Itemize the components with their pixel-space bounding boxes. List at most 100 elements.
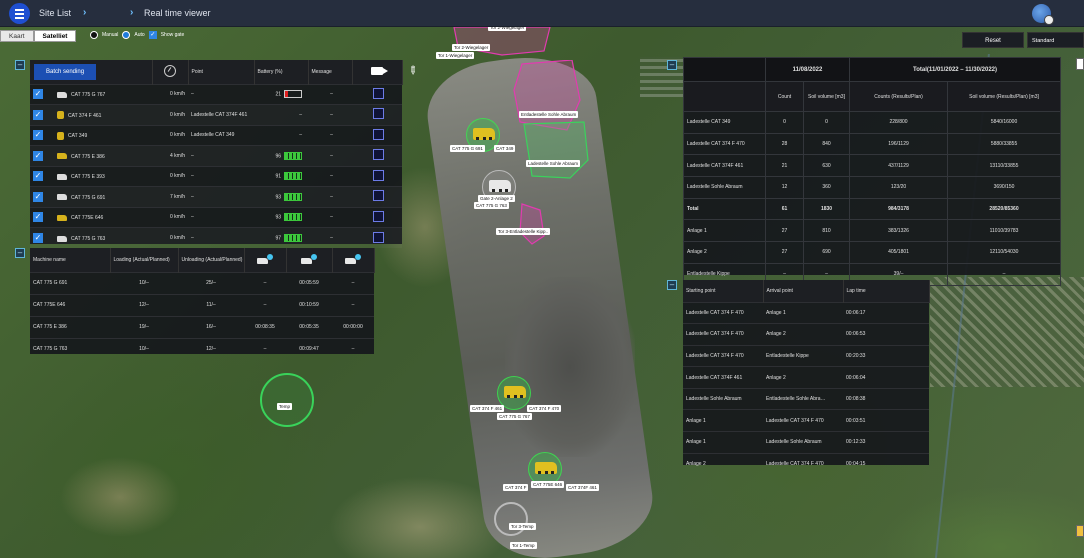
map-label-veh-lower2: CAT 374 F 470 [527, 405, 562, 412]
vehicle-checkbox[interactable]: ✓ [33, 150, 43, 161]
stats-vol_plan: 28520/85360 [947, 197, 1062, 221]
manual-radio[interactable] [90, 31, 98, 39]
map-label-temp: Temp [277, 403, 293, 410]
geofence-temp[interactable] [260, 373, 314, 427]
vehicle-speed: 0 km/h [152, 124, 188, 146]
stats-count: 0 [765, 111, 804, 134]
vehicle-speed: 0 km/h [152, 165, 188, 187]
breadcrumb-site-list[interactable]: Site List [39, 8, 72, 18]
machine-name: CAT 775 E 386 [30, 315, 110, 338]
map-label-gate2: Tor 2-Wiegelager [488, 24, 527, 31]
vehicle-checkbox[interactable]: ✓ [33, 109, 43, 120]
battery-icon [284, 213, 302, 222]
battery-icon [284, 192, 302, 201]
cycle-loading: 10/– [110, 337, 178, 360]
map-vehicle-cat374f470[interactable] [497, 376, 531, 410]
vehicle-checkbox[interactable]: ✓ [33, 171, 43, 182]
camera-select-button[interactable] [373, 87, 384, 99]
map-label-veh-bottom1: CAT 374 F [503, 484, 529, 491]
collapse-route-panel-button[interactable]: – [667, 280, 677, 290]
auto-radio[interactable] [122, 31, 131, 39]
vehicle-message: – [308, 124, 352, 146]
loading-time-header [244, 248, 287, 272]
vehicle-speed: 0 km/h [152, 104, 188, 125]
tab-satelliet[interactable]: Satelliet [33, 30, 77, 42]
standard-select[interactable]: Standard [1027, 32, 1084, 48]
lap-time-header: Lap time [843, 280, 930, 302]
stats-counts: 405/1801 [849, 241, 949, 264]
battery-fill [285, 91, 289, 98]
stats-vol_plan: 11010/39783 [947, 219, 1062, 243]
stats-volume: 690 [802, 241, 851, 264]
camera-select-button[interactable] [373, 210, 384, 222]
vehicle-battery-cell: – [254, 104, 308, 125]
camera-select-button[interactable] [373, 108, 384, 120]
zone-ladestelle-sohle[interactable] [520, 120, 590, 182]
cycle-t2: 00:05:35 [286, 315, 332, 338]
vehicle-checkbox[interactable]: ✓ [33, 191, 43, 202]
expand-icon[interactable] [1076, 58, 1084, 70]
camera-select-button[interactable] [373, 149, 384, 161]
reset-button[interactable]: Reset [962, 32, 1024, 48]
vehicle-point: – [188, 186, 254, 207]
breadcrumb-realtime-viewer: Real time viewer [144, 8, 211, 18]
vehicle-name: CAT 349 [68, 133, 88, 140]
vehicle-checkbox[interactable]: ✓ [33, 212, 43, 223]
vehicle-battery-cell: 97 [254, 227, 308, 248]
collapse-cycle-panel-button[interactable]: – [15, 248, 25, 258]
camera-select-button[interactable] [373, 231, 384, 243]
cycle-t3: – [332, 293, 374, 316]
camera-select-button[interactable] [373, 169, 384, 181]
tab-kaart[interactable]: Kaart [0, 30, 34, 42]
route-lap: 00:20:33 [843, 344, 929, 367]
route-arrival: Ladestelle CAT 374 F 470 [763, 452, 843, 475]
cycle-loading: 12/– [110, 293, 178, 316]
vehicle-checkbox[interactable]: ✓ [33, 130, 43, 141]
battery-icon [284, 234, 302, 242]
cycle-unloading: 12/– [178, 337, 244, 360]
batch-sending-button[interactable]: Batch sending [34, 63, 97, 80]
camera-select-button[interactable] [373, 128, 384, 140]
route-arrival: Anlage 1 [763, 301, 843, 324]
camera-cell [352, 145, 402, 166]
collapse-vehicle-panel-button[interactable]: – [15, 60, 25, 70]
vehicle-checkbox[interactable]: ✓ [33, 233, 43, 243]
geofence-tor3[interactable] [494, 502, 528, 536]
collapse-stats-panel-button[interactable]: – [667, 60, 677, 70]
show-gate-label: Show gate [160, 32, 185, 38]
stats-vol_plan: 5840/16000 [947, 111, 1062, 134]
map-vehicle-cat775e646[interactable] [528, 452, 562, 486]
machine-name-header: Machine name [30, 248, 111, 272]
camera-select-button[interactable] [373, 190, 384, 202]
vehicle-name: CAT 775 G 767 [71, 92, 106, 99]
marker-toggle-icon[interactable] [1076, 525, 1084, 537]
route-arrival: Anlage 2 [763, 323, 843, 346]
map-label-gate-anlage: Gate 2-Anlage 2 [478, 195, 515, 202]
zone-kippe[interactable] [516, 202, 546, 246]
globe-language-icon[interactable] [1032, 4, 1054, 25]
total-period-header: Total(11/01/2022 – 11/30/2022) [849, 57, 1062, 82]
show-gate-checkbox[interactable]: ✓ [148, 31, 157, 39]
map-label-kippe: Tor 3-Entladestelle Kipp.. [496, 228, 551, 235]
hamburger-menu-icon[interactable] [9, 3, 30, 24]
unloading-time-icon [344, 253, 362, 265]
map-label-gate2-top: Tor 2-Wiegelager [452, 44, 491, 51]
video-camera-icon[interactable] [371, 66, 388, 75]
vehicle-checkbox[interactable]: ✓ [33, 89, 43, 100]
vehicle-table: Batch sending Point Battery (%) Message … [30, 60, 403, 248]
map-label-veh-mid: CAT 775 G 763 [474, 202, 509, 209]
